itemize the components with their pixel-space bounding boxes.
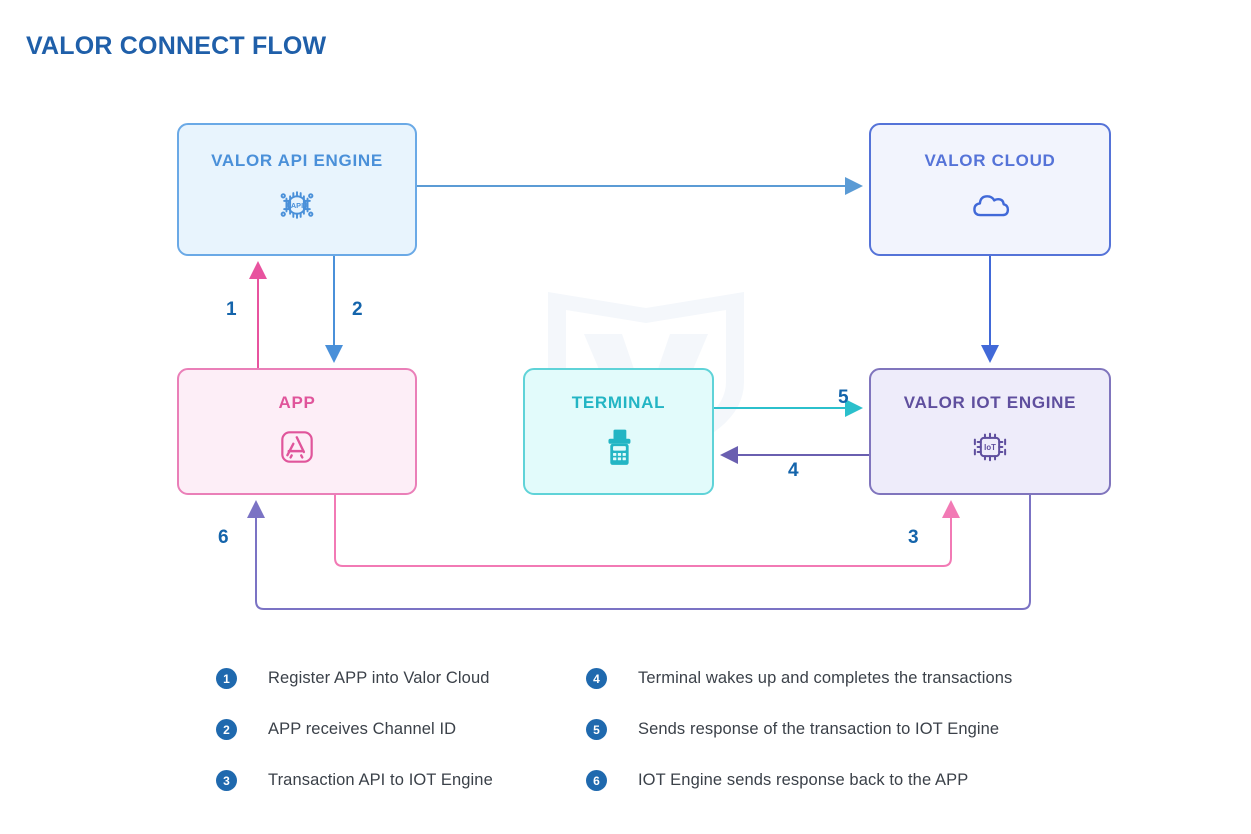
- legend-column-right: 4 Terminal wakes up and completes the tr…: [586, 653, 1012, 806]
- node-label-app: APP: [278, 393, 316, 412]
- node-label-valor-iot-engine: VALOR IOT ENGINE: [903, 393, 1077, 412]
- step-number-5: 5: [838, 387, 849, 408]
- legend-badge-2: 2: [216, 719, 237, 740]
- legend-item-2: 2 APP receives Channel ID: [216, 704, 493, 755]
- connector-app-to-iot: [334, 495, 960, 567]
- step-number-6: 6: [218, 527, 229, 548]
- cloud-icon: [973, 195, 1010, 217]
- step-number-2: 2: [352, 299, 363, 320]
- legend-text-1: Register APP into Valor Cloud: [268, 669, 490, 687]
- legend-badge-1: 1: [216, 668, 237, 689]
- node-valor-cloud[interactable]: VALOR CLOUD: [869, 123, 1111, 256]
- app-store-icon: [281, 431, 313, 463]
- svg-text:API: API: [291, 201, 303, 210]
- legend-text-2: APP receives Channel ID: [268, 720, 457, 738]
- legend-text-5: Sends response of the transaction to IOT…: [638, 720, 1000, 738]
- page-title: VALOR CONNECT FLOW: [26, 32, 327, 60]
- node-label-terminal: TERMINAL: [571, 393, 666, 412]
- node-label-valor-api-engine: VALOR API ENGINE: [211, 151, 383, 170]
- node-terminal[interactable]: TERMINAL: [523, 368, 714, 495]
- node-valor-api-engine[interactable]: VALOR API ENGINE API: [177, 123, 417, 256]
- legend-text-4: Terminal wakes up and completes the tran…: [638, 669, 1013, 687]
- svg-text:IoT: IoT: [984, 443, 996, 452]
- node-valor-iot-engine[interactable]: VALOR IOT ENGINE IoT: [869, 368, 1111, 495]
- api-chip-icon: API: [280, 191, 314, 219]
- legend-item-4: 4 Terminal wakes up and completes the tr…: [586, 653, 1012, 704]
- step-number-4: 4: [788, 460, 799, 481]
- legend-badge-3: 3: [216, 770, 237, 791]
- legend-item-5: 5 Sends response of the transaction to I…: [586, 704, 1012, 755]
- legend-badge-4: 4: [586, 668, 607, 689]
- step-number-3: 3: [908, 527, 919, 548]
- legend-item-3: 3 Transaction API to IOT Engine: [216, 755, 493, 806]
- legend-badge-6: 6: [586, 770, 607, 791]
- legend-item-6: 6 IOT Engine sends response back to the …: [586, 755, 1012, 806]
- node-app[interactable]: APP: [177, 368, 417, 495]
- legend-badge-5: 5: [586, 719, 607, 740]
- step-number-1: 1: [226, 299, 237, 320]
- legend-text-6: IOT Engine sends response back to the AP…: [638, 771, 969, 789]
- iot-chip-icon: IoT: [973, 432, 1007, 462]
- node-label-valor-cloud: VALOR CLOUD: [924, 151, 1056, 170]
- pos-terminal-icon: [607, 429, 630, 465]
- legend-item-1: 1 Register APP into Valor Cloud: [216, 653, 493, 704]
- legend-text-3: Transaction API to IOT Engine: [268, 771, 493, 789]
- connector-iot-to-app: [247, 495, 1031, 610]
- legend-column-left: 1 Register APP into Valor Cloud 2 APP re…: [216, 653, 493, 806]
